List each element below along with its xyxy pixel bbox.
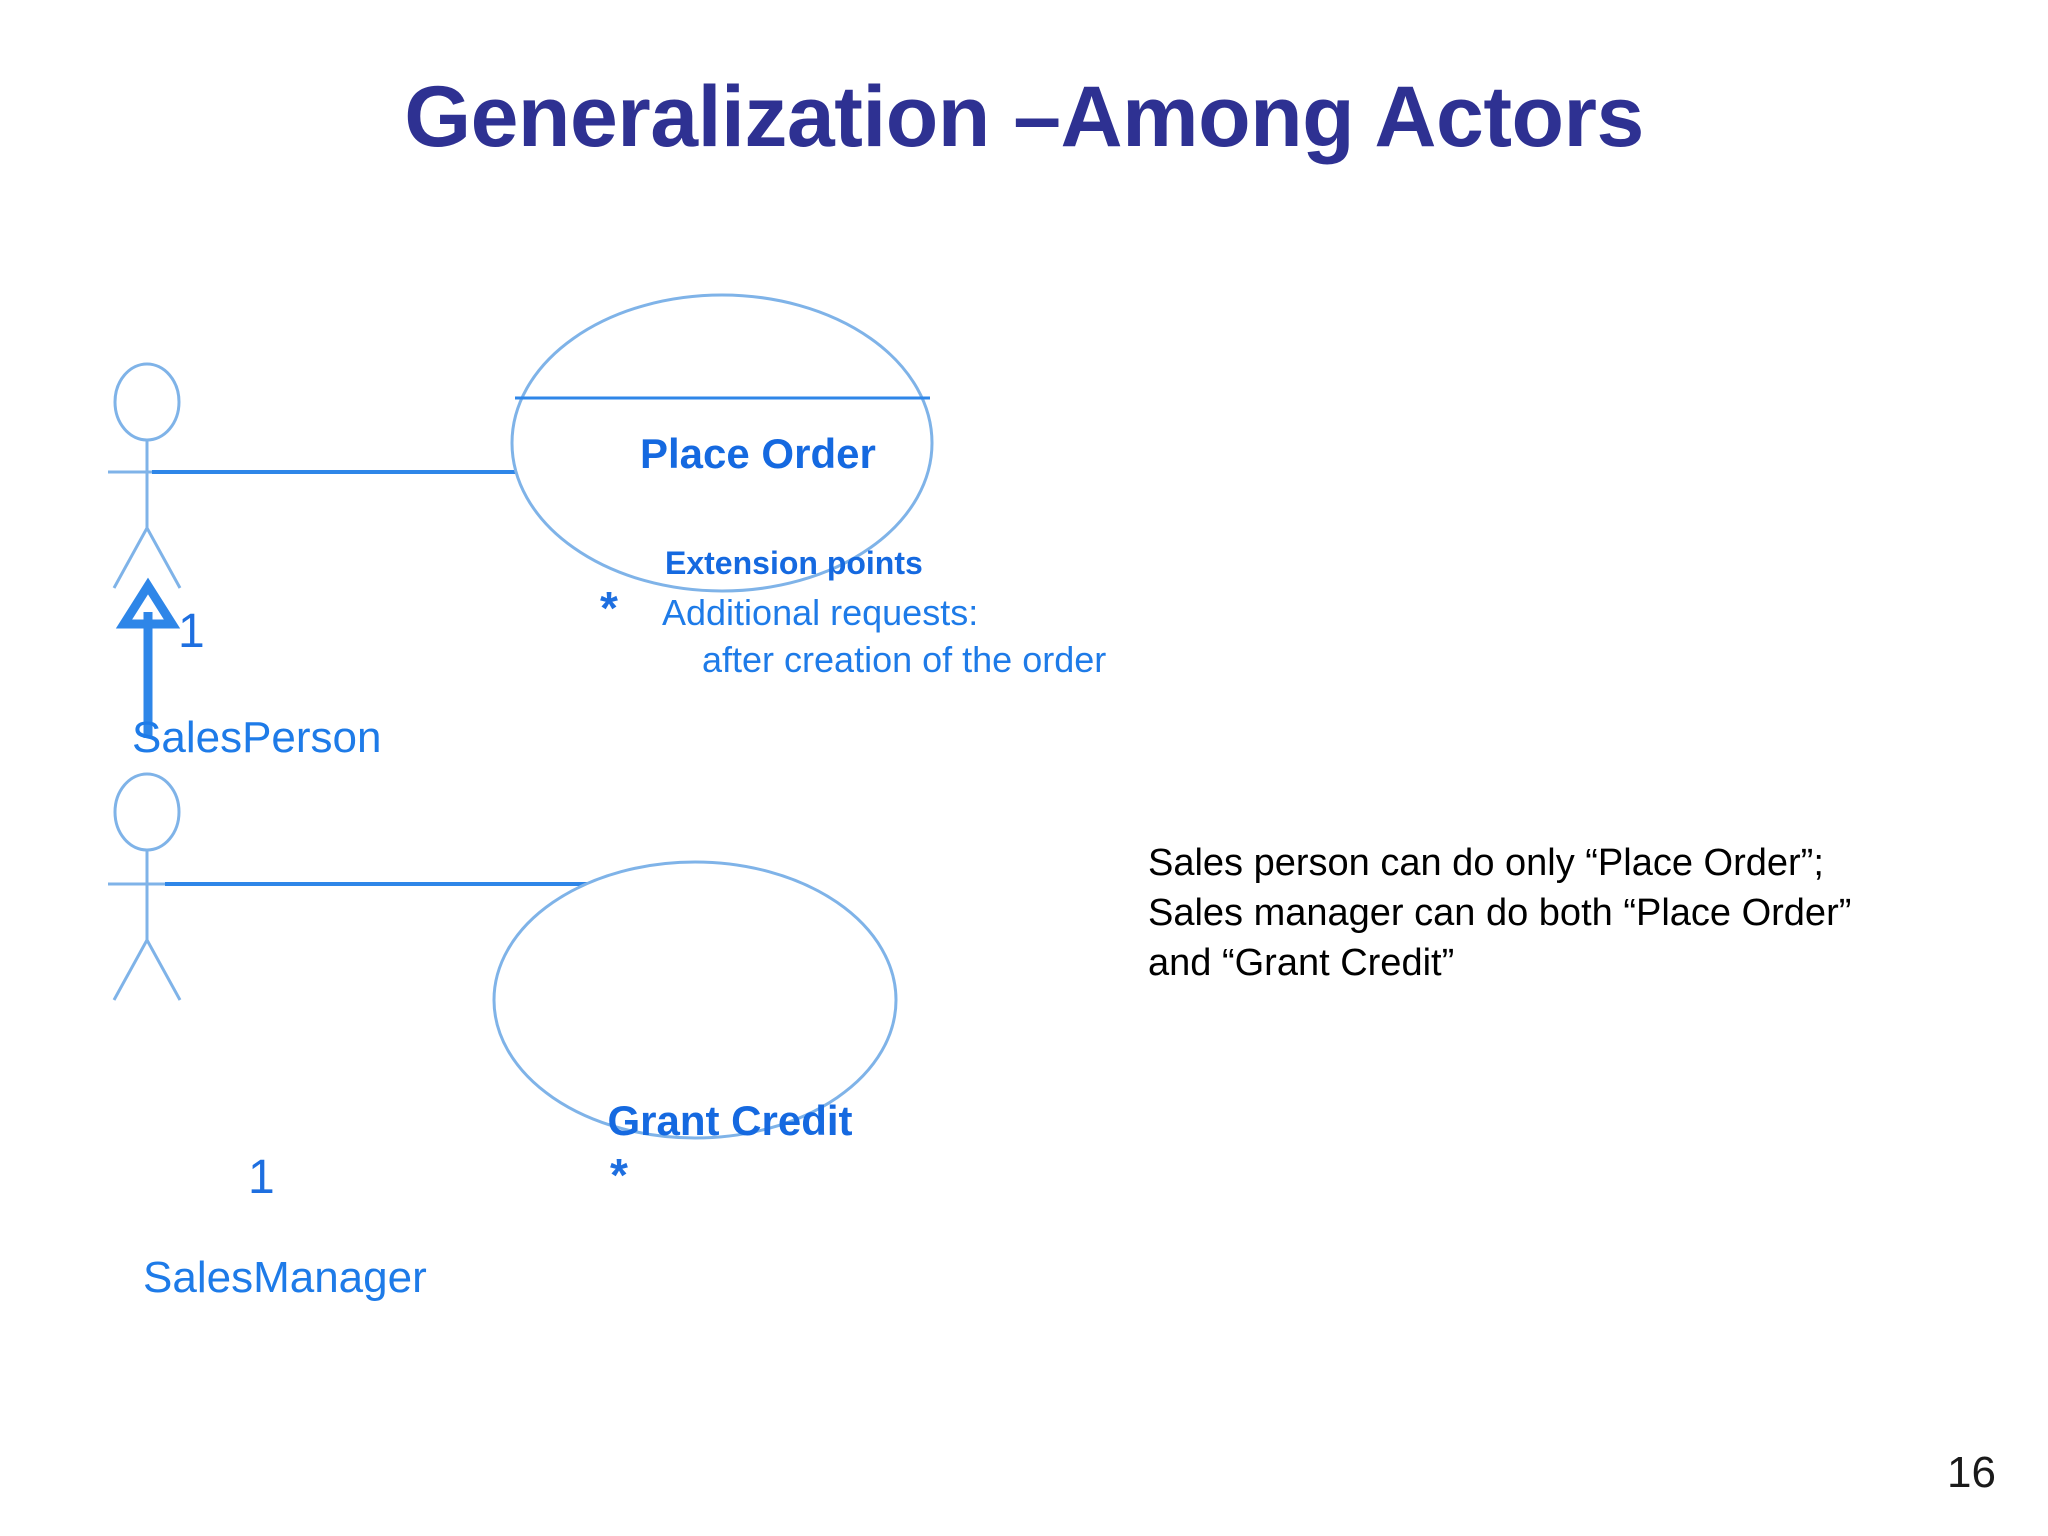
note-line-2: Sales manager can do both “Place Order” [1148, 892, 1852, 934]
usecase-title-grant-credit: Grant Credit [607, 1097, 853, 1144]
actor-salesmanager[interactable] [108, 772, 186, 1001]
multiplicity-grantcredit: * [610, 1149, 628, 1201]
multiplicity-salesperson: 1 [178, 605, 205, 658]
actor-leg-right [145, 527, 182, 589]
generalization-triangle-icon [115, 577, 181, 629]
usecase-ellipse [492, 860, 898, 1140]
usecase-grant-credit[interactable] [492, 860, 898, 1140]
note-line-1: Sales person can do only “Place Order”; [1148, 842, 1824, 884]
usecase-title-place-order: Place Order [640, 430, 876, 477]
multiplicity-placeorder: * [600, 582, 618, 634]
actor-leg-left [112, 527, 149, 589]
usecase-compartment-line-1: Additional requests: [662, 592, 979, 633]
usecase-compartment-line-2: after creation of the order [662, 639, 1107, 680]
actor-salesperson[interactable] [108, 362, 186, 589]
page-title: Generalization –Among Actors [404, 69, 1644, 165]
actor-label-salesmanager: SalesManager [143, 1253, 427, 1302]
actor-head-icon [113, 362, 181, 442]
actor-label-salesperson: SalesPerson [132, 713, 382, 762]
actor-leg-right [145, 939, 182, 1001]
multiplicity-salesmanager: 1 [248, 1151, 275, 1204]
actor-leg-left [112, 939, 149, 1001]
usecase-place-order[interactable] [510, 293, 934, 593]
generalization-arrow[interactable] [115, 577, 181, 738]
usecase-ellipse [510, 293, 934, 593]
note-line-3: and “Grant Credit” [1148, 942, 1455, 984]
actor-head-icon [113, 772, 181, 852]
page-number: 16 [1947, 1448, 1996, 1497]
explanatory-note: Sales person can do only “Place Order”; … [1148, 838, 1851, 988]
usecase-compartment-heading: Extension points [665, 545, 923, 581]
